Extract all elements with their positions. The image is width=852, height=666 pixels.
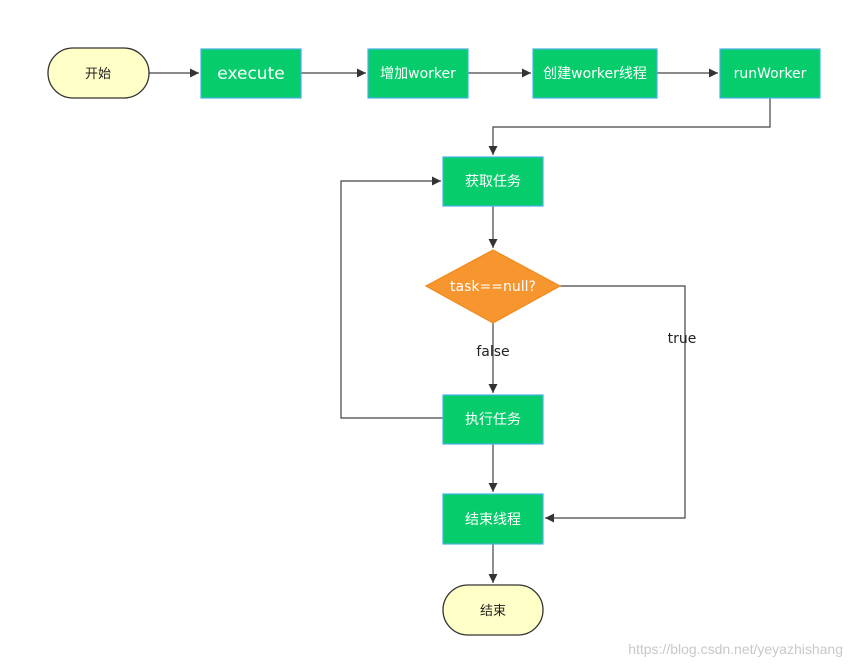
add-worker-label: 增加worker xyxy=(380,66,456,82)
get-task-label: 获取任务 xyxy=(465,174,521,190)
get-task-node: 获取任务 xyxy=(442,156,544,207)
end-thread-node: 结束线程 xyxy=(442,493,544,545)
false-edge-label: false xyxy=(476,344,509,360)
start-terminal: 开始 xyxy=(47,47,150,99)
run-worker-label: runWorker xyxy=(734,66,807,82)
end-thread-label: 结束线程 xyxy=(465,512,521,528)
condition-node: task==null? xyxy=(424,249,562,324)
start-label: 开始 xyxy=(85,67,111,82)
exec-task-node: 执行任务 xyxy=(442,394,544,445)
end-terminal: 结束 xyxy=(442,584,544,636)
end-label: 结束 xyxy=(480,604,506,619)
edge-exectask-loop xyxy=(340,176,443,419)
add-worker-node: 增加worker xyxy=(367,48,469,99)
watermark: https://blog.csdn.net/yeyazhishang xyxy=(628,641,843,657)
edge-runworker-gettask xyxy=(488,98,771,155)
edge-condition-endthread xyxy=(545,285,686,523)
run-worker-node: runWorker xyxy=(719,48,821,99)
exec-task-label: 执行任务 xyxy=(465,412,521,428)
execute-label: execute xyxy=(217,64,284,84)
create-worker-thread-node: 创建worker线程 xyxy=(532,48,658,99)
create-worker-thread-label: 创建worker线程 xyxy=(543,66,647,82)
condition-label: task==null? xyxy=(450,279,536,295)
true-edge-label: true xyxy=(668,331,697,347)
execute-node: execute xyxy=(200,48,302,99)
